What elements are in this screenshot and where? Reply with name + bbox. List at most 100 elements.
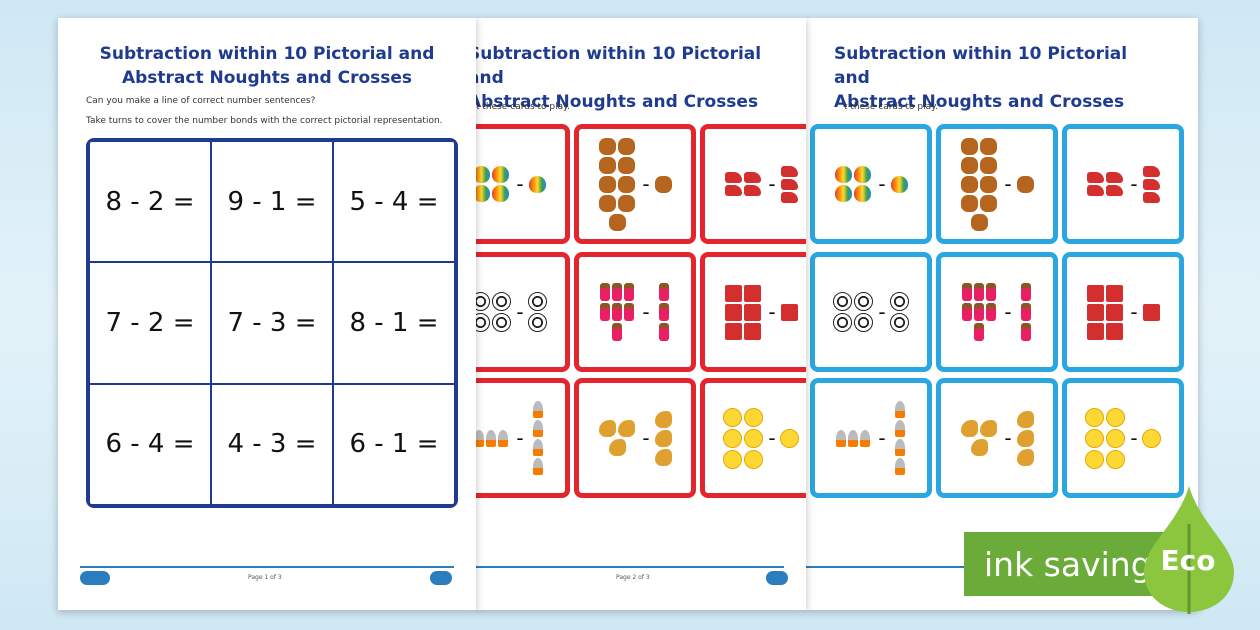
toy-block-icon	[1106, 322, 1124, 340]
page-title: Subtraction within 10 Pictorial and Abst…	[58, 42, 476, 90]
emoji-icon	[744, 449, 764, 469]
doll-icon	[612, 283, 623, 301]
doll-icon	[624, 283, 635, 301]
rocket-icon	[532, 439, 543, 456]
emoji-icon	[1085, 407, 1105, 427]
twinkl-logo-icon	[430, 571, 452, 585]
picture-card[interactable]: -	[574, 252, 696, 372]
toy-block-icon	[1106, 284, 1124, 302]
teddy-bear-icon	[970, 213, 988, 231]
teddy-bear-icon	[980, 137, 998, 155]
picture-card[interactable]: -	[810, 378, 932, 498]
doll-icon	[986, 303, 997, 321]
picture-card[interactable]: -	[574, 378, 696, 498]
picture-card[interactable]: -	[1062, 378, 1184, 498]
picture-card[interactable]: -	[936, 378, 1058, 498]
teddy-bear-icon	[961, 194, 979, 212]
football-icon	[476, 313, 491, 332]
teddy-bear-icon	[961, 137, 979, 155]
teddy-bear-icon	[980, 175, 998, 193]
minus-sign: -	[768, 426, 776, 450]
minus-sign: -	[642, 172, 650, 196]
football-icon	[890, 313, 910, 332]
picture-card[interactable]: -	[476, 252, 570, 372]
ink-saving-banner: ink saving	[964, 532, 1170, 596]
picture-group	[596, 420, 638, 456]
doll-icon	[612, 323, 623, 341]
title-line-1: Subtraction within 10 Pictorial and	[99, 44, 435, 64]
picture-group	[654, 410, 674, 466]
picture-card[interactable]: -	[810, 252, 932, 372]
toy-car-icon	[1087, 172, 1105, 183]
teddy-bear-icon	[618, 137, 636, 155]
minus-sign: -	[768, 172, 776, 196]
picture-card[interactable]: -	[700, 124, 806, 244]
picture-group	[528, 292, 548, 332]
picture-card[interactable]: -	[810, 124, 932, 244]
picture-card[interactable]: -	[1062, 124, 1184, 244]
teddy-bear-icon	[618, 175, 636, 193]
toy-car-icon	[1106, 172, 1124, 183]
balloon-icon	[835, 166, 853, 183]
rocket-icon	[894, 439, 905, 456]
toy-car-icon	[1143, 165, 1161, 177]
grid-cell: 5 - 4 =	[333, 141, 455, 263]
emoji-icon	[723, 407, 743, 427]
balloon-icon	[891, 175, 909, 193]
doll-icon	[658, 323, 669, 341]
emoji-icon	[744, 428, 764, 448]
doll-icon	[658, 303, 669, 321]
toy-car-icon	[1106, 185, 1124, 196]
picture-group	[722, 407, 764, 469]
toy-car-icon	[725, 185, 743, 196]
title-line-2: Abstract Noughts and Crosses	[121, 68, 413, 88]
rocket-icon	[894, 401, 905, 418]
doll-icon	[974, 323, 985, 341]
doll-icon	[962, 303, 973, 321]
dinosaur-icon	[1017, 429, 1035, 447]
emoji-icon	[780, 428, 800, 448]
picture-group	[1016, 410, 1036, 466]
minus-sign: -	[1004, 172, 1012, 196]
teddy-bear-icon	[599, 156, 617, 174]
teddy-bear-icon	[980, 194, 998, 212]
toy-block-icon	[744, 322, 762, 340]
toy-block-icon	[744, 303, 762, 321]
picture-card[interactable]: -	[936, 124, 1058, 244]
instruction-2: Take turns to cover the number bonds wit…	[86, 116, 443, 126]
picture-card[interactable]: -	[1062, 252, 1184, 372]
toy-block-icon	[725, 284, 743, 302]
picture-group	[476, 429, 512, 447]
balloon-icon	[835, 185, 853, 202]
worksheet-page-1: Subtraction within 10 Pictorial and Abst…	[58, 18, 476, 610]
toy-block-icon	[1087, 303, 1105, 321]
minus-sign: -	[878, 426, 886, 450]
picture-group	[654, 283, 674, 341]
picture-group	[528, 175, 548, 193]
title-line-1: Subtraction within 10 Pictorial and	[834, 44, 1128, 88]
picture-group	[596, 283, 638, 341]
dinosaur-icon	[655, 448, 673, 466]
dinosaur-icon	[980, 420, 998, 437]
rocket-icon	[532, 401, 543, 418]
ink-saving-label: ink saving	[984, 544, 1152, 584]
picture-card[interactable]: -	[574, 124, 696, 244]
toy-block-icon	[1106, 303, 1124, 321]
toy-block-icon	[725, 303, 743, 321]
toy-block-icon	[1087, 322, 1105, 340]
emoji-icon	[1142, 428, 1162, 448]
minus-sign: -	[1130, 426, 1138, 450]
picture-card[interactable]: -	[936, 252, 1058, 372]
rocket-icon	[848, 429, 859, 447]
rocket-icon	[498, 429, 509, 447]
teddy-bear-icon	[961, 175, 979, 193]
picture-card[interactable]: -	[700, 252, 806, 372]
picture-card[interactable]: -	[476, 124, 570, 244]
picture-group	[958, 420, 1000, 456]
picture-card[interactable]: -	[700, 378, 806, 498]
picture-card[interactable]: -	[476, 378, 570, 498]
emoji-icon	[723, 428, 743, 448]
worksheet-page-3: Subtraction within 10 Pictorial and Abst…	[806, 18, 1198, 610]
balloon-icon	[476, 166, 491, 183]
teddy-bear-icon	[655, 175, 673, 193]
